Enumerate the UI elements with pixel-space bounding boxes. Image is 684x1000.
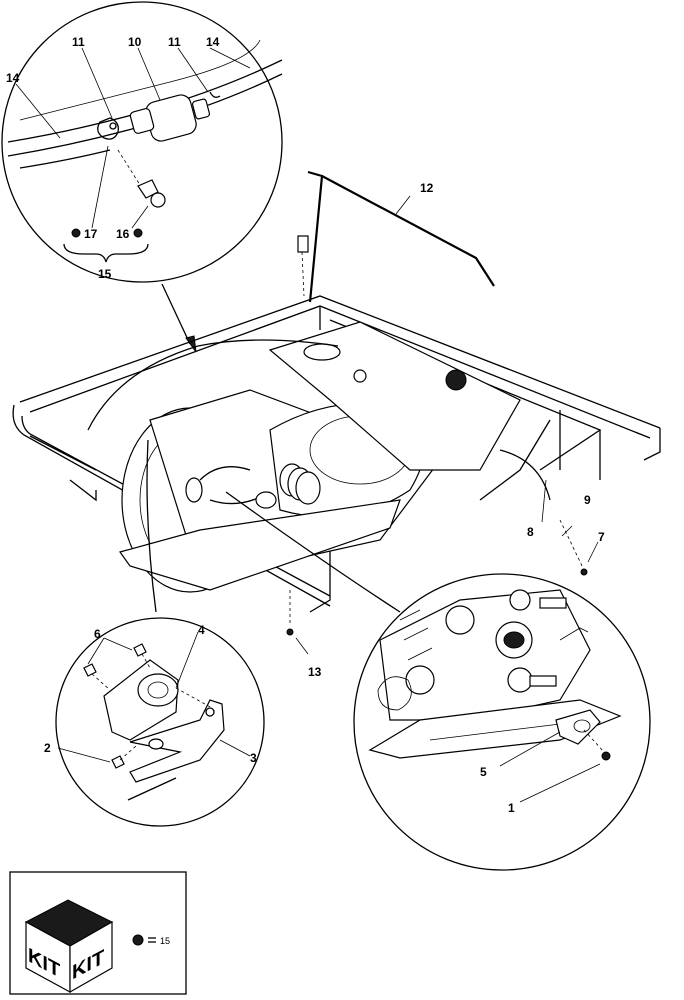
callout-12: 12 [420,181,434,195]
callout-7: 7 [598,530,605,544]
callout-16: 16 [116,227,130,241]
bolt-2 [111,745,137,769]
engine-assembly [87,321,551,593]
callout-11: 11 [72,35,85,49]
callout-2: 2 [44,741,51,755]
detail-circle-filter [1,1,283,283]
callout-9: 9 [584,493,591,507]
cable-left [146,439,157,613]
detail-circle-engine [353,573,651,871]
callout-13: 13 [308,665,322,679]
callout-1: 1 [508,801,515,815]
callout-4: 4 [198,623,205,637]
callout-14: 14 [6,71,20,85]
callout-17: 17 [84,227,98,241]
cable-right [225,491,401,613]
kit-box-icon [24,899,114,994]
spring [279,463,321,505]
callout-6: 6 [94,627,101,641]
rod-12 [297,170,495,303]
callout-3: 3 [250,751,257,765]
detail-arrow [161,283,191,345]
fuel-filter [129,94,211,142]
callout-14: 14 [206,35,220,49]
callout-11: 11 [168,35,181,49]
detail-circle-bracket [55,617,265,827]
fastener-parts [286,479,599,655]
kit-legend: KIT KIT 15 [9,871,187,995]
kit-item-number: 15 [160,936,170,946]
callout-5: 5 [480,765,487,779]
bolts-6 [83,643,151,691]
callout-15: 15 [98,267,112,281]
bolt-16 [117,149,166,208]
callout-10: 10 [128,35,142,49]
callout-8: 8 [527,525,534,539]
kit-bullet [132,934,144,946]
